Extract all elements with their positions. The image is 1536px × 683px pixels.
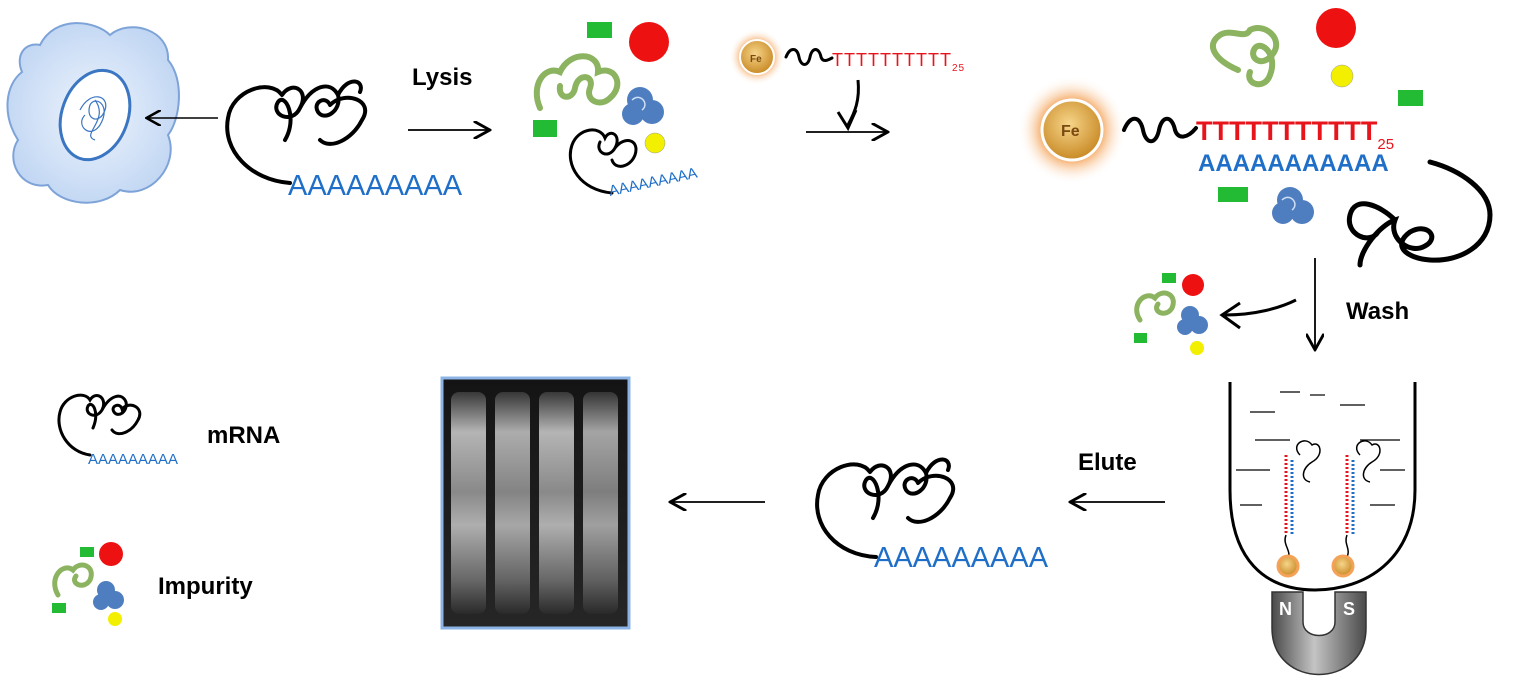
magnet-north-label: N [1279,599,1292,619]
impurity-green-square [587,22,612,38]
legend-polya-label: AAAAAAAAA [88,451,178,468]
gel-lane-2 [495,392,530,614]
protein-green [533,53,621,111]
legend-impurity-label: Impurity [158,573,253,600]
impurity-yellow-circle-2 [1330,64,1354,88]
gel-lane-4 [583,392,618,614]
wash-label: Wash [1346,298,1409,325]
bead-fe-large: Fe [1061,123,1080,140]
bead-fe-small: Fe [750,54,762,65]
linker-probe [784,48,834,66]
impurity-red-circle-2 [1316,8,1356,48]
polya-tail-label: AAAAAAAAA [288,170,463,202]
mrna-eluted: AAAAAAAAA [815,457,1049,574]
probe-down-arrowhead [836,109,858,132]
mrna-lysate [568,128,638,195]
gel-image [440,376,631,630]
lysis-label: Lysis [412,64,472,91]
impurity-red-circle [629,22,669,62]
impurity-green-square-4 [1218,187,1248,202]
elute-label: Elute [1078,449,1137,476]
cell [6,22,180,204]
polyt-bound-label: TTTTTTTTTTT25 [1196,116,1394,153]
wash-curve-arrowhead [1219,301,1241,330]
linker-bound [1122,116,1198,144]
polya-eluted-label: AAAAAAAAA [874,542,1049,574]
legend: AAAAAAAAA mRNA Impurity [52,393,280,626]
magnetic-tube: N S [1228,382,1417,676]
tube-capture-left [1276,440,1321,578]
nucleus [58,68,132,162]
polya-bound-label: AAAAAAAAAAA [1198,150,1389,177]
gel-lane-1 [451,392,486,614]
tube-outline [1228,382,1417,592]
wash-curve-arrow [1224,298,1297,317]
oligo-dt-bead-probe: Fe TTTTTTTTTT25 [729,29,965,132]
legend-mrna-label: mRNA [207,422,280,449]
lysate-mixture: AAAAAAAAA [533,22,699,200]
mrna-bound [1346,159,1493,268]
impurity-yellow-circle [644,132,666,154]
protein-green-2 [1210,25,1280,88]
hybridized-complex: Fe TTTTTTTTTTT25 AAAAAAAAAAA [1018,8,1493,268]
washed-impurities [1134,273,1208,355]
magnet-icon: N S [1271,591,1367,676]
tube-liquid-lines [1236,391,1405,506]
chromatin [79,96,107,141]
magnet-south-label: S [1343,599,1355,619]
impurity-green-square-2 [533,120,557,137]
polyt-probe-label: TTTTTTTTTT25 [832,50,965,74]
protein-blue-2 [1272,187,1314,224]
legend-impurity-icon [52,542,124,626]
protein-blue [622,87,664,125]
mrna-top: AAAAAAAAA [225,79,463,202]
legend-mrna-icon: AAAAAAAAA [57,393,178,468]
impurity-green-square-3 [1398,90,1423,106]
tube-capture-right [1331,440,1381,578]
polya-lysate-label: AAAAAAAAA [607,165,699,200]
gel-lane-3 [539,392,574,614]
